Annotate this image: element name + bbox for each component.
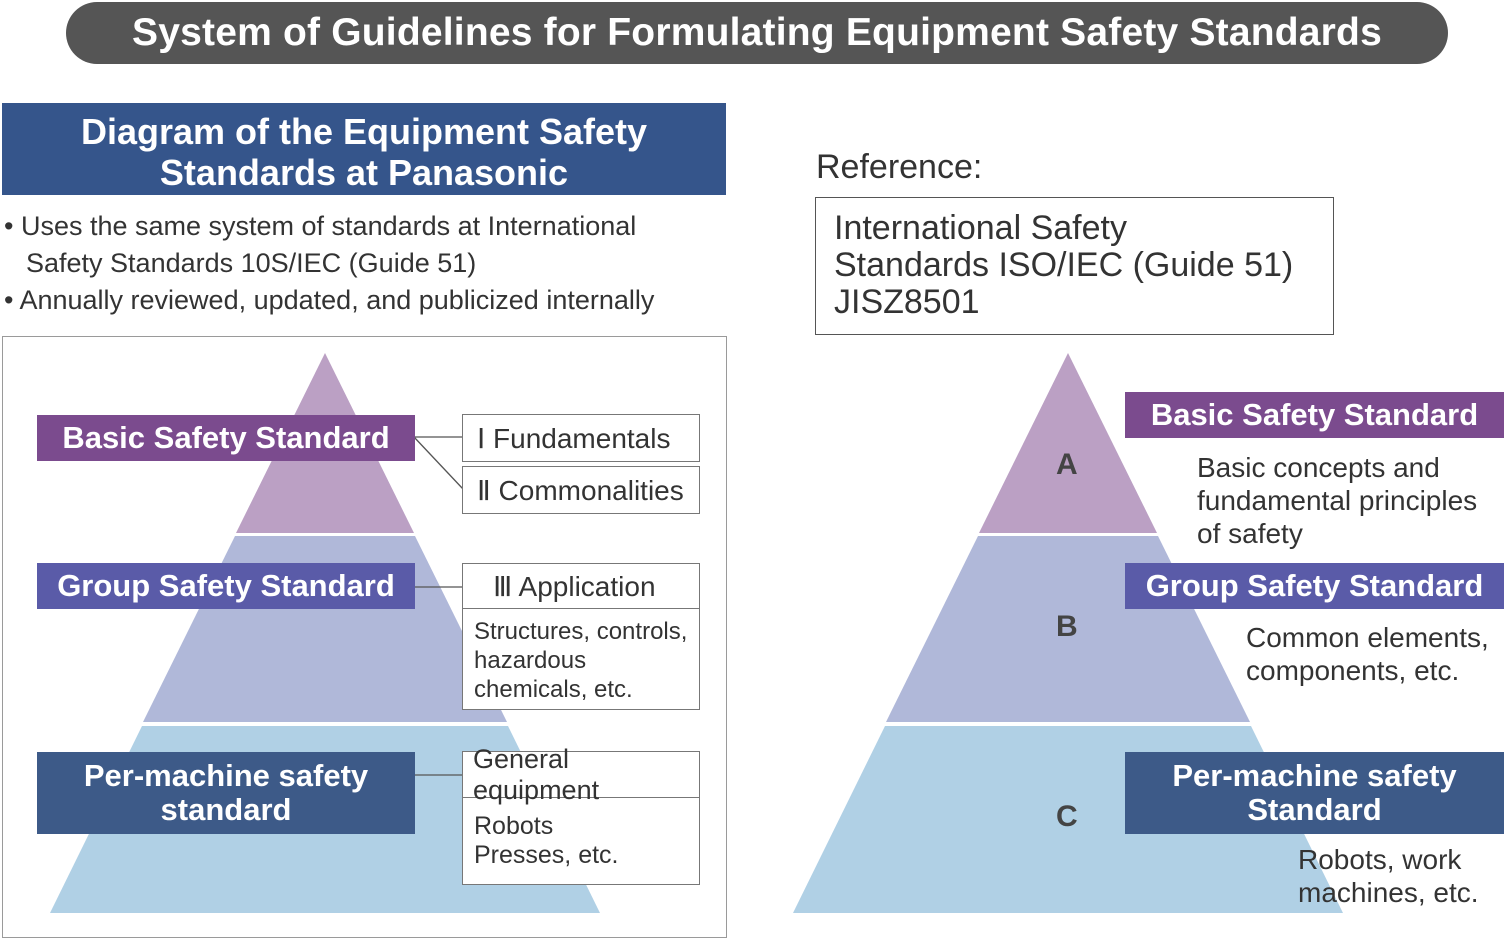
right-machine-safety-label: Per-machine safety Standard (1125, 752, 1504, 834)
right-group-safety-label: Group Safety Standard (1125, 563, 1504, 609)
bullet-2: • Annually reviewed, updated, and public… (4, 285, 655, 315)
basic-desc-line: Basic concepts and (1197, 452, 1440, 483)
right-machine-label-line2: Standard (1247, 792, 1382, 827)
application-detail-line: hazardous (474, 647, 587, 674)
reference-box: International Safety Standards ISO/IEC (… (815, 197, 1334, 335)
left-group-safety-label: Group Safety Standard (37, 563, 415, 609)
left-header-line2: Standards at Panasonic (159, 152, 569, 193)
page-title: System of Guidelines for Formulating Equ… (66, 2, 1448, 64)
group-description: Common elements, components, etc. (1246, 621, 1502, 687)
reference-line: International Safety (834, 209, 1127, 247)
connector-basic-commonalities (413, 436, 464, 490)
bullet-list: • Uses the same system of standards at I… (4, 208, 724, 319)
basic-description: Basic concepts and fundamental principle… (1197, 451, 1502, 550)
tier-c-letter: C (1056, 800, 1078, 833)
left-panel-header: Diagram of the Equipment Safety Standard… (2, 103, 726, 195)
group-desc-line: Common elements, (1246, 622, 1489, 653)
fundamentals-box: Ⅰ Fundamentals (462, 414, 700, 462)
general-detail: Robots Presses, etc. (463, 798, 699, 870)
bullet-1-line1: • Uses the same system of standards at I… (4, 211, 637, 241)
tier-a-letter: A (1056, 448, 1078, 481)
reference-line: Standards ISO/IEC (Guide 51) (834, 246, 1294, 284)
application-detail-line: chemicals, etc. (474, 676, 633, 703)
application-detail: Structures, controls, hazardous chemical… (463, 609, 699, 704)
machine-desc-line: machines, etc. (1298, 877, 1479, 908)
commonalities-box: Ⅱ Commonalities (462, 466, 700, 514)
right-pyramid-top-tier (979, 353, 1157, 533)
application-detail-line: Structures, controls, (474, 618, 688, 645)
right-machine-label-line1: Per-machine safety (1172, 758, 1457, 793)
left-machine-label-line2: standard (160, 792, 292, 827)
general-detail-line: Presses, etc. (474, 841, 619, 869)
application-box: Ⅲ Application Structures, controls, haza… (462, 563, 700, 710)
left-machine-label-line1: Per-machine safety (83, 758, 369, 793)
left-machine-safety-label: Per-machine safety standard (37, 752, 415, 834)
application-heading: Ⅲ Application (463, 564, 699, 609)
reference-line: JISZ8501 (834, 283, 980, 321)
basic-desc-line: of safety (1197, 518, 1303, 549)
basic-desc-line: fundamental principles (1197, 485, 1478, 516)
bullet-1-line2: Safety Standards 10S/IEC (Guide 51) (26, 248, 477, 278)
general-equipment-heading: General equipment (463, 744, 699, 805)
right-basic-safety-label: Basic Safety Standard (1125, 392, 1504, 438)
machine-description: Robots, work machines, etc. (1298, 843, 1502, 909)
general-detail-line: Robots (474, 812, 554, 840)
machine-desc-line: Robots, work (1298, 844, 1462, 875)
reference-label: Reference: (816, 148, 983, 186)
group-desc-line: components, etc. (1246, 655, 1460, 686)
left-header-line1: Diagram of the Equipment Safety (80, 111, 648, 152)
general-equipment-box: General equipment Robots Presses, etc. (462, 744, 700, 885)
left-basic-safety-label: Basic Safety Standard (37, 415, 415, 461)
tier-b-letter: B (1056, 610, 1078, 643)
